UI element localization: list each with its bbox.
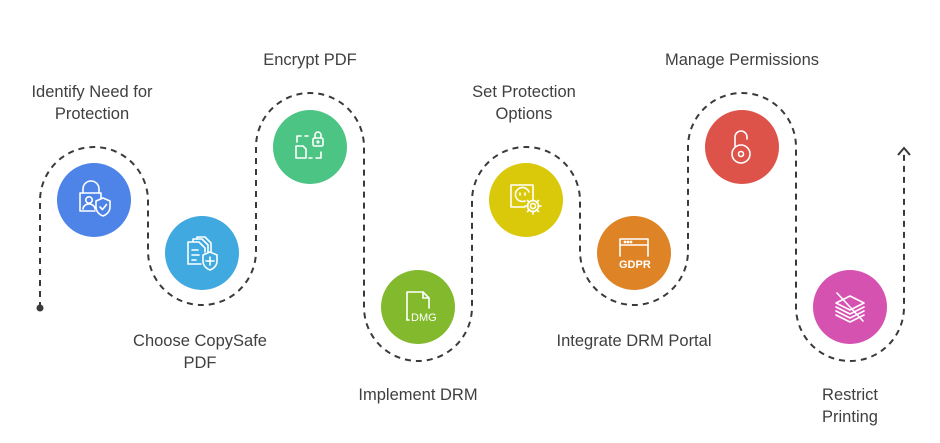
workflow-path <box>39 92 905 362</box>
step-node-restrict-printing[interactable] <box>813 270 887 344</box>
step-node-implement-drm[interactable]: DMG <box>381 270 455 344</box>
step-label-implement-drm: Implement DRM <box>358 386 478 404</box>
step-node-identify-need[interactable] <box>57 163 131 237</box>
step-label-restrict-printing: Restrict Printing <box>822 386 878 426</box>
step-node-choose-copysafe[interactable] <box>165 216 239 290</box>
dmg-file-icon: DMG <box>406 291 437 324</box>
path-start-dot <box>36 304 44 312</box>
step-label-manage-permissions: Manage Permissions <box>664 51 820 69</box>
path-end-arrow-icon <box>897 146 911 156</box>
svg-text:GDPR: GDPR <box>619 259 651 271</box>
step-label-choose-copysafe: Choose CopySafe PDF <box>133 332 267 372</box>
step-label-integrate-drm-portal: Integrate DRM Portal <box>556 332 712 350</box>
step-node-manage-permissions[interactable] <box>705 110 779 184</box>
socket-gear-icon <box>510 184 542 215</box>
file-encrypt-lock-icon <box>295 131 324 159</box>
step-label-encrypt-pdf: Encrypt PDF <box>263 51 357 69</box>
lock-user-shield-icon <box>79 180 111 217</box>
document-shield-plus-icon <box>187 236 218 271</box>
step-label-identify-need: Identify Need for Protection <box>31 83 153 123</box>
gdpr-browser-icon: GDPR <box>619 238 651 271</box>
step-node-encrypt-pdf[interactable] <box>273 110 347 184</box>
svg-text:DMG: DMG <box>411 312 437 324</box>
no-print-stack-icon <box>835 292 865 323</box>
open-padlock-icon <box>731 130 751 164</box>
step-node-set-protection[interactable] <box>489 163 563 237</box>
step-label-set-protection: Set Protection Options <box>472 83 576 123</box>
step-node-integrate-drm-portal[interactable]: GDPR <box>597 216 671 290</box>
